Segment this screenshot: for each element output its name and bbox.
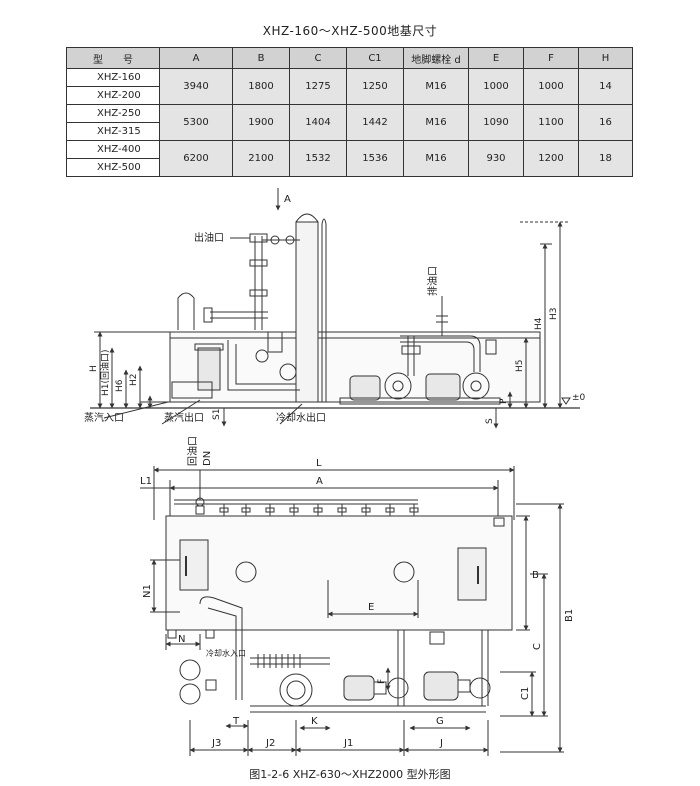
table-row: XHZ-500 — [66, 158, 633, 177]
cooling-water-outlet-label: 冷却水出口 — [276, 411, 326, 424]
dim-j1-label: J1 — [343, 738, 353, 749]
figure-caption: 图1-2-6 XHZ-630～XHZ2000 型外形图 — [249, 768, 451, 781]
cell-e: 1000 — [468, 68, 524, 105]
dim-l-label: L — [316, 458, 322, 469]
cell-c1: 1442 — [346, 104, 404, 141]
cell-h: 14 — [578, 68, 633, 105]
cell-f: 1100 — [523, 104, 579, 141]
cell-h: 16 — [578, 104, 633, 141]
header-e: E — [468, 47, 524, 69]
cell-a: 5300 — [159, 104, 233, 141]
cell-c1: 1536 — [346, 140, 404, 177]
dim-n1-label: N1 — [142, 584, 153, 598]
table-row: XHZ-160 3940 1800 1275 1250 M16 1000 100… — [66, 68, 633, 105]
cell-h: 18 — [578, 140, 633, 177]
cell-f: 1200 — [523, 140, 579, 177]
dim-c-label: C — [532, 643, 543, 650]
return-oil-label: 回油口 — [186, 436, 199, 466]
dim-g-label: G — [436, 716, 444, 727]
manifold-fins — [257, 654, 301, 668]
cell-c1: 1250 — [346, 68, 404, 105]
header-c1: C1 — [346, 47, 404, 69]
dn-label: DN — [202, 451, 213, 466]
dim-s1-label: S1 — [212, 409, 222, 420]
equipment-outline-drawing: A 出油口 排油口 蒸汽入口 蒸汽出口 冷却水出口 H H1(回油口) H6 H… — [84, 188, 586, 756]
dim-l1-label: L1 — [140, 476, 152, 487]
dim-j-label: J — [439, 738, 443, 749]
dim-j2-label: J2 — [265, 738, 275, 749]
table-row: XHZ-250 5300 1900 1404 1442 M16 1090 110… — [66, 104, 633, 141]
dim-h2-label: H2 — [129, 374, 139, 387]
dim-b-label: B — [532, 570, 539, 581]
cell-c: 1532 — [289, 140, 347, 177]
dim-c1-label: C1 — [520, 687, 531, 700]
dim-h4-label: H4 — [534, 317, 544, 330]
dim-f-label: F — [377, 679, 387, 684]
page-title: XHZ-160～XHZ-500地基尺寸 — [262, 24, 438, 38]
dim-h1-label: H1(回油口) — [99, 349, 111, 396]
drain-label: 排油口 — [426, 266, 439, 296]
model-cell: XHZ-250 — [66, 104, 160, 123]
datum-label: ±0 — [572, 393, 586, 403]
header-f: F — [523, 47, 579, 69]
cell-bolt: M16 — [403, 140, 469, 177]
table-header-row: 型 号 A B C C1 地脚螺栓 d E F H — [66, 47, 633, 69]
dim-j3-label: J3 — [211, 738, 221, 749]
dim-h5-label: H5 — [515, 360, 525, 373]
dim-h-label: H — [89, 365, 99, 372]
cell-bolt: M16 — [403, 68, 469, 105]
elevation-view — [90, 188, 580, 429]
header-h: H — [578, 47, 633, 69]
dim-t-label: T — [232, 716, 240, 727]
cell-b: 1900 — [232, 104, 290, 141]
cell-a: 3940 — [159, 68, 233, 105]
dim-s-label: S — [485, 418, 495, 424]
model-cell: XHZ-400 — [66, 140, 160, 159]
cell-c: 1404 — [289, 104, 347, 141]
steam-outlet-label: 蒸汽出口 — [164, 411, 204, 424]
model-cell: XHZ-200 — [66, 86, 160, 105]
cell-e: 1090 — [468, 104, 524, 141]
header-bolt: 地脚螺栓 d — [403, 47, 469, 69]
header-a: A — [159, 47, 233, 69]
header-b: B — [232, 47, 290, 69]
table-row: XHZ-400 6200 2100 1532 1536 M16 930 1200… — [66, 140, 633, 177]
cell-b: 2100 — [232, 140, 290, 177]
header-c: C — [289, 47, 347, 69]
dim-h3-label: H3 — [549, 308, 559, 321]
steam-inlet-label: 蒸汽入口 — [84, 411, 124, 424]
plan-view — [140, 466, 564, 756]
dim-a-label: A — [316, 476, 323, 487]
cell-b: 1800 — [232, 68, 290, 105]
dim-e-label: E — [368, 602, 374, 613]
dim-h6-label: H6 — [115, 379, 125, 392]
cell-c: 1275 — [289, 68, 347, 105]
model-cell: XHZ-160 — [66, 68, 160, 87]
dim-k-label: K — [311, 716, 318, 727]
cell-bolt: M16 — [403, 104, 469, 141]
dim-n-label: N — [178, 634, 185, 645]
dim-b1-label: B1 — [564, 609, 575, 622]
view-mark-a: A — [284, 194, 291, 205]
cell-e: 930 — [468, 140, 524, 177]
cooling-water-inlet-label: 冷却水入口 — [206, 648, 246, 658]
dim-p-label: P — [499, 398, 509, 404]
oil-outlet-label: 出油口 — [194, 231, 224, 244]
header-model: 型 号 — [66, 47, 160, 69]
model-cell: XHZ-315 — [66, 122, 160, 141]
cell-f: 1000 — [523, 68, 579, 105]
foundation-dimension-table: 型 号 A B C C1 地脚螺栓 d E F H XHZ-160 3940 1… — [66, 47, 633, 177]
cell-a: 6200 — [159, 140, 233, 177]
nozzle-row — [219, 504, 419, 516]
model-cell: XHZ-500 — [66, 158, 160, 177]
